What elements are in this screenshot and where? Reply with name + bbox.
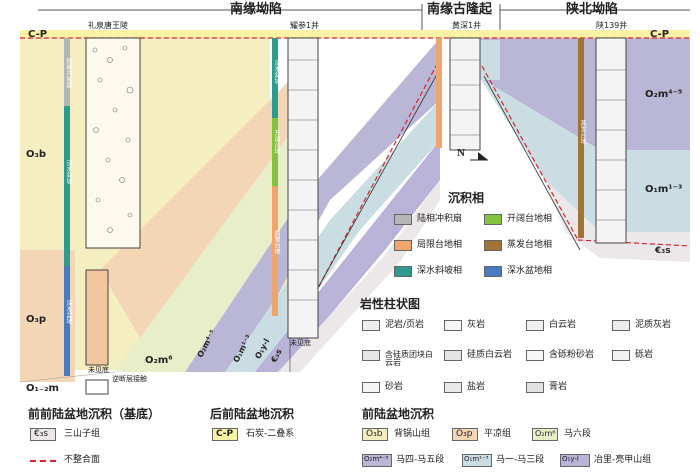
note-no-bottom-w2: 未见底 (290, 339, 311, 347)
strip-label: 深水斜坡 (65, 160, 72, 184)
unconformity-label: 不整合面 (64, 455, 101, 465)
e3s-area-right (545, 180, 690, 262)
facies-item: 开阔台地相 (507, 214, 553, 224)
o2m45-code: O₂m⁴⁻⁵ (364, 455, 389, 463)
region-south-depression: 南缘坳陷 (230, 2, 283, 17)
unit-e3s-right: €₃s (655, 246, 671, 256)
o3b-code: O₃b (366, 429, 383, 439)
facies-legend-title: 沉积相 (448, 191, 485, 205)
strip-label: 深水斜坡 (273, 60, 280, 84)
litho-item: 白云岩 (549, 320, 577, 330)
well2-column (287, 37, 319, 339)
o1m13-label: 马一-马三段 (496, 455, 545, 465)
o3p-area (20, 250, 75, 382)
well-name-2: 耀参1井 (290, 21, 320, 30)
litho-legend-title: 岩性柱状图 (360, 297, 421, 311)
e3s-code: €₃s (34, 429, 49, 439)
litho-item: 灰岩 (467, 320, 486, 330)
strip-label: 深水盆地 (65, 300, 72, 324)
facies-item: 深水盆地相 (507, 266, 553, 276)
strip-label: 局限台地 (273, 230, 280, 254)
o2m6-label: 马六段 (564, 429, 592, 439)
e3s-label: 三山子组 (64, 429, 101, 439)
litho-item: 含硅质团块白云岩 (385, 350, 433, 367)
litho-item: 含砾粉砂岩 (549, 350, 595, 360)
unit-o2m45-right: O₂m⁴⁻⁵ (645, 89, 683, 100)
litho-item: 砾岩 (635, 350, 654, 360)
pre-title: 前前陆盆地沉积（基底） (28, 407, 161, 421)
unconformity-right (481, 65, 579, 241)
unit-o1m13-right: O₁m¹⁻³ (645, 184, 683, 195)
north-label: N (457, 147, 465, 159)
well1-column-lower (85, 269, 109, 366)
region-south-uplift: 南缘古隆起 (427, 2, 493, 17)
cp-label-right: C-P (650, 29, 670, 40)
fore-title: 前陆盆地沉积 (362, 407, 435, 421)
strip-label: 陆相冲积扇 (65, 58, 72, 88)
o2m45-area-right (480, 38, 690, 150)
cp-label-left: C-P (28, 29, 48, 40)
o2m6-code: O₂m⁶ (535, 429, 556, 438)
well-name-4: 陕139井 (596, 21, 628, 30)
facies-item: 局限台地相 (417, 240, 463, 250)
note-thrust: 逆断层接触 (112, 375, 147, 383)
cp-code: C-P (216, 429, 234, 439)
well3-column (449, 37, 481, 151)
unit-o3p: O₃p (26, 314, 47, 325)
unit-o2m6: O₂m⁶ (145, 355, 173, 366)
facies-item: 蒸发台地相 (507, 240, 553, 250)
litho-item: 膏岩 (549, 382, 568, 392)
facies-item: 深水斜坡相 (417, 266, 463, 276)
o1yl-code: O₁y-l (562, 455, 579, 463)
cp-label: 石炭-二叠系 (246, 429, 295, 439)
conglomerate-pattern (92, 45, 134, 233)
note-no-bottom-w1: 未见底 (88, 366, 109, 374)
unit-o3b: O₃b (26, 149, 47, 160)
cp-band (20, 30, 690, 38)
facies-item: 陆相冲积扇 (417, 214, 463, 224)
o3b-label: 背锅山组 (394, 429, 431, 439)
well4-column (595, 37, 627, 244)
litho-item: 砂岩 (385, 382, 404, 392)
well-name-3: 黄深1井 (452, 21, 482, 30)
o2m45-label: 马四-马五段 (396, 455, 445, 465)
litho-item: 硅质白云岩 (467, 350, 513, 360)
litho-item: 盐岩 (467, 382, 486, 392)
o1yl-label: 冶里-亮甲山组 (594, 455, 652, 465)
o3p-label: 平凉组 (484, 429, 512, 439)
o1m13-area-left (225, 100, 440, 372)
well-name-1: 礼泉唐王陵 (88, 21, 128, 30)
strip-label: 蒸发台地 (579, 120, 586, 144)
unit-o12m: O₁₋₂m (26, 383, 59, 394)
litho-item: 泥岩/页岩 (385, 320, 425, 330)
region-shaanbei: 陕北坳陷 (566, 2, 619, 17)
well1-column-upper (85, 37, 141, 249)
o1m13-code: O₁m¹⁻³ (464, 455, 489, 463)
o1m13-area-right (480, 78, 690, 232)
litho-item: 泥质灰岩 (635, 320, 672, 330)
o3p-code: O₃p (456, 429, 473, 439)
strip-label: 开阔台地 (273, 130, 280, 154)
post-title: 后前陆盆地沉积 (210, 407, 295, 421)
